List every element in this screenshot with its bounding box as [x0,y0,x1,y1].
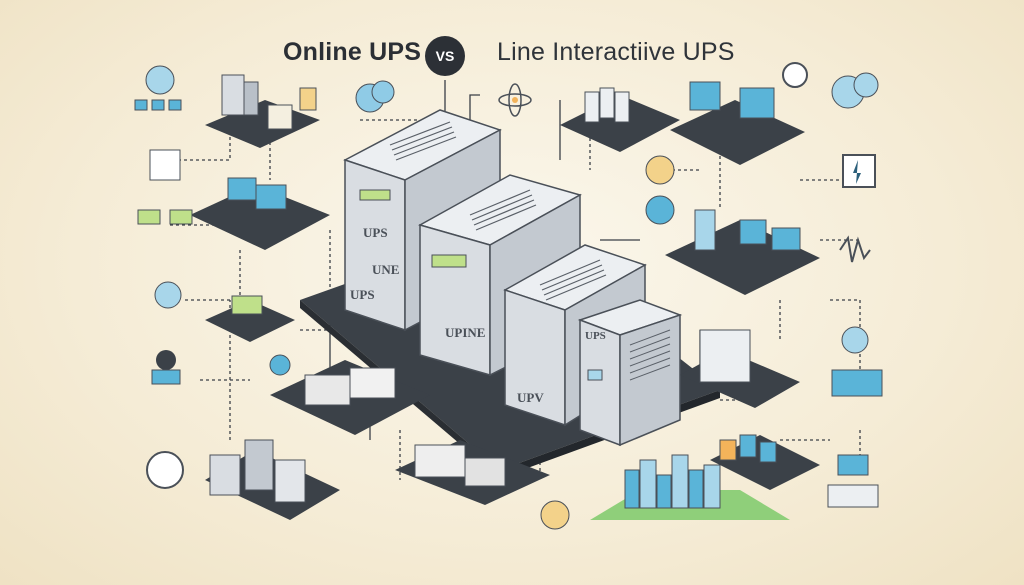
tower1-mid-label: UNE [372,262,400,277]
monitor-platform-right [665,209,820,295]
tower4-label: UPS [585,330,606,342]
gear-icon-cluster [540,155,675,530]
city-buildings-left [205,439,340,520]
city-skyline-right [590,454,790,520]
laptop-platform-left [205,295,295,342]
tower3-label: UPV [517,390,544,405]
user-avatar-icon [151,350,181,385]
tower2-label: UPINE [445,325,486,340]
lightbulb-icon [782,62,808,88]
lightning-icon [842,154,876,188]
factory-platform-left [269,354,430,435]
wifi-bulb-icon [146,451,184,489]
sync-orb-icon [841,326,869,354]
line-interactive-ups-title: Line Interactiive UPS [497,38,735,66]
monitor-platform-left [190,177,330,250]
plant-chart-icon [827,454,879,508]
ups-tower-4 [577,299,683,447]
file-cabinet-platform [560,87,680,152]
online-ups-title: Online UPS [283,38,422,66]
tower1-top-label: UPS [363,225,388,240]
monitors-icon [137,209,193,225]
cloud-sync-icon [154,281,182,309]
flowchart-icon [149,149,181,181]
card-icon [831,369,883,397]
atom-icon [498,83,532,117]
tower1-bottom-label: UPS [350,287,375,302]
signal-wave-icon [839,235,871,263]
cloud-network-icon [134,65,182,111]
server-rack-platform-top-left [205,74,395,148]
office-platform-right [710,434,820,490]
workstation-platform-top-right [670,81,805,165]
vs-badge: VS [425,36,465,76]
factory-platform-bottom [395,440,550,505]
cloud-icon [831,72,879,109]
server-platform-right [680,329,800,408]
